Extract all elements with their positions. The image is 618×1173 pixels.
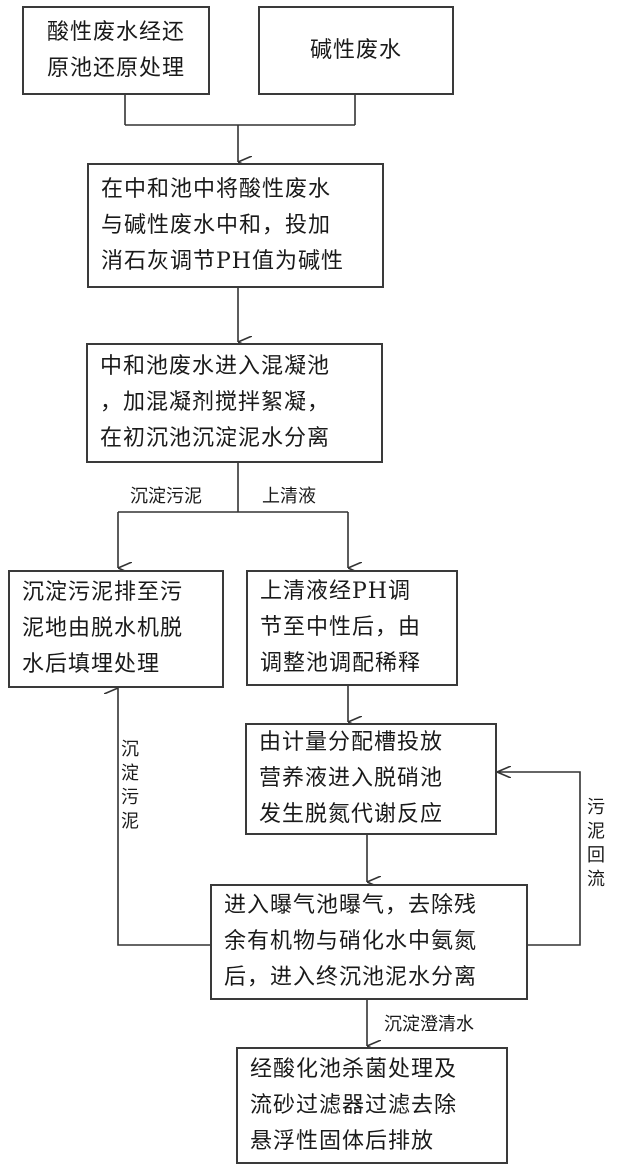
box-line: 上清液经PH调 <box>260 579 411 604</box>
settled-sludge-vertical-label: 沉 淀 污 泥 <box>120 738 140 834</box>
box-line: 在初沉池沉淀泥水分离 <box>100 426 331 451</box>
supernatant-adjust-box: 上清液经PH调 节至中性后，由 调整池调配稀释 <box>246 570 458 686</box>
box-line: 泥地由脱水机脱 <box>22 616 184 641</box>
box-line: 经酸化池杀菌处理及 <box>250 1056 458 1082</box>
box-line: 营养液进入脱硝池 <box>259 766 444 791</box>
box-line: 流砂过滤器过滤去除 <box>250 1092 458 1118</box>
settled-sludge-label: 沉淀污泥 <box>130 486 202 507</box>
box-line: 后，进入终沉池泥水分离 <box>224 965 478 990</box>
sludge-return-vertical-label: 污 泥 回 流 <box>586 796 606 892</box>
label-char: 泥 <box>121 811 139 832</box>
box-line: 由计量分配槽投放 <box>259 730 444 755</box>
box-line: 调整池调配稀释 <box>260 651 422 676</box>
connector-sludge-return <box>497 772 581 946</box>
alkali-waste-box: 碱性废水 <box>258 6 454 95</box>
label-char: 污 <box>587 797 605 818</box>
supernatant-label: 上清液 <box>262 486 316 507</box>
box-line: 消石灰调节PH值为碱性 <box>101 248 344 274</box>
neutralization-box: 在中和池中将酸性废水 与碱性废水中和，投加 消石灰调节PH值为碱性 <box>87 163 384 288</box>
box-line: 中和池废水进入混凝池 <box>100 354 331 379</box>
box-line: 原池还原处理 <box>46 55 185 81</box>
box-line: 节至中性后，由 <box>260 615 422 640</box>
final-discharge-box: 经酸化池杀菌处理及 流砂过滤器过滤去除 悬浮性固体后排放 <box>236 1047 508 1164</box>
box-line: 余有机物与硝化水中氨氮 <box>224 929 478 954</box>
label-char: 流 <box>587 869 605 890</box>
denitrification-box: 由计量分配槽投放 营养液进入脱硝池 发生脱氮代谢反应 <box>245 723 497 835</box>
box-line: 沉淀污泥排至污 <box>22 580 184 605</box>
box-line: 在中和池中将酸性废水 <box>101 176 332 202</box>
box-line: 悬浮性固体后排放 <box>250 1128 435 1154</box>
coagulation-box: 中和池废水进入混凝池 ，加混凝剂搅拌絮凝， 在初沉池沉淀泥水分离 <box>86 343 383 463</box>
box-line: ，加混凝剂搅拌絮凝， <box>100 390 331 415</box>
box-line: 酸性废水经还 <box>46 19 185 45</box>
label-char: 回 <box>587 845 605 866</box>
label-char: 污 <box>121 787 139 808</box>
box-line: 发生脱氮代谢反应 <box>259 802 444 827</box>
acid-waste-box: 酸性废水经还 原池还原处理 <box>22 6 210 95</box>
label-char: 泥 <box>587 821 605 842</box>
aeration-box: 进入曝气池曝气，去除残 余有机物与硝化水中氨氮 后，进入终沉池泥水分离 <box>210 884 528 1000</box>
box-line: 与碱性废水中和，投加 <box>101 212 332 238</box>
connector-settled-sludge-return <box>118 688 210 946</box>
sludge-disposal-box: 沉淀污泥排至污 泥地由脱水机脱 水后填埋处理 <box>8 570 224 688</box>
label-char: 沉 <box>121 739 139 760</box>
box-line: 碱性废水 <box>309 37 402 63</box>
box-line: 水后填埋处理 <box>22 652 161 677</box>
clarified-water-label: 沉淀澄清水 <box>384 1014 474 1035</box>
label-char: 淀 <box>121 763 139 784</box>
box-line: 进入曝气池曝气，去除残 <box>224 893 478 918</box>
